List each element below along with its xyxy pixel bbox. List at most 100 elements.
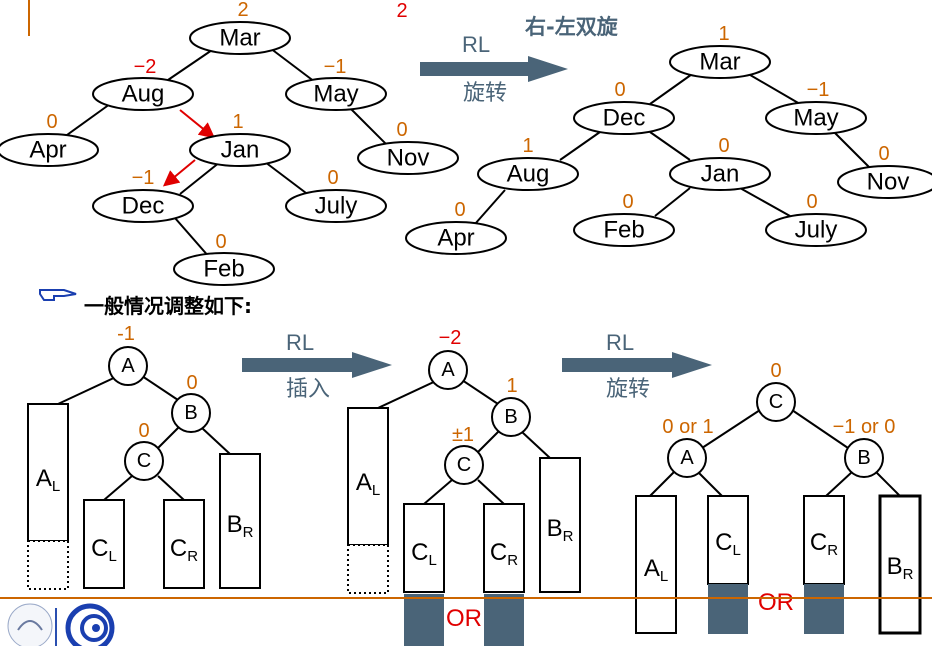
subtree-cl — [707, 495, 749, 585]
node-jan — [669, 157, 771, 191]
node-aug — [92, 77, 194, 111]
node-label: Feb — [603, 217, 644, 244]
subtree-cr-growth — [484, 594, 524, 646]
balance-factor: 0 — [138, 420, 149, 442]
node-label: May — [793, 105, 838, 132]
node-label: Dec — [603, 105, 646, 132]
node-dec — [92, 189, 194, 223]
insert-rl-arrow: RL 插入 — [242, 330, 392, 401]
balance-factor: -1 — [117, 323, 135, 345]
node-nov — [837, 165, 932, 199]
subtree-label: AL — [356, 469, 380, 499]
subtree-cl-growth — [708, 584, 748, 634]
node-label: B — [504, 406, 517, 428]
rotation-title: 右-左双旋 — [525, 15, 619, 39]
node-mar — [669, 45, 771, 79]
pointing-hand-icon — [39, 289, 77, 301]
node-nov — [357, 141, 459, 175]
node-may — [285, 77, 387, 111]
node-label: Jan — [701, 161, 740, 188]
balance-factor: 0 — [878, 143, 889, 165]
node-a — [428, 350, 468, 390]
balance-factor: −2 — [134, 56, 157, 78]
subtree-label: CL — [91, 535, 117, 565]
subtree-label: CR — [810, 529, 838, 559]
subtree-cl — [83, 499, 125, 589]
node-c — [756, 382, 796, 422]
subtree-al-extension — [347, 544, 389, 594]
red-arrow-1 — [179, 109, 216, 139]
arrow-top-label: RL — [286, 330, 314, 355]
node-label: July — [315, 193, 358, 220]
subtree-label: AL — [36, 465, 60, 495]
subtree-al — [27, 403, 69, 542]
node-mar — [189, 21, 291, 55]
balance-factor: 0 — [770, 360, 781, 382]
node-label: May — [313, 81, 358, 108]
left-tree: Mar 2 Aug −2 May −1 Apr 0 Jan 1 Nov 0 De… — [0, 0, 459, 286]
node-label: Jan — [221, 137, 260, 164]
node-may — [765, 101, 867, 135]
general-heading: 一般情况调整如下: — [84, 294, 252, 318]
node-b — [171, 393, 211, 433]
node-july — [765, 213, 867, 247]
balance-factor: 1 — [522, 135, 533, 157]
node-dec — [573, 101, 675, 135]
node-label: C — [769, 391, 783, 413]
balance-factor: 0 — [327, 167, 338, 189]
node-label: Nov — [867, 169, 910, 196]
node-label: A — [441, 359, 455, 381]
node-jan — [189, 133, 291, 167]
subtree-br — [878, 494, 922, 635]
balance-factor: 0 — [806, 191, 817, 213]
stage-1: A -1 B 0 C 0 AL CL CR BR — [27, 323, 261, 590]
node-apr — [0, 133, 99, 167]
subtree-al — [635, 495, 677, 634]
subtree-label: BR — [547, 515, 574, 545]
balance-factor: 1 — [232, 111, 243, 133]
balance-factor: 0 — [46, 111, 57, 133]
balance-factor: ±1 — [452, 424, 474, 446]
rotate-rl-arrow: RL 旋转 — [562, 330, 712, 401]
corner-mark: 2 — [396, 0, 407, 22]
subtree-cl — [403, 503, 445, 593]
balance-factor: 1 — [718, 23, 729, 45]
balance-factor: 0 — [718, 135, 729, 157]
or-label: OR — [758, 589, 794, 616]
balance-factor: −1 or 0 — [833, 416, 896, 438]
node-label: C — [457, 454, 471, 476]
subtree-cl-growth — [404, 594, 444, 646]
arrow-top-label: RL — [606, 330, 634, 355]
node-label: Nov — [387, 145, 430, 172]
node-feb — [173, 252, 275, 286]
node-label: B — [857, 447, 870, 469]
arrow-bottom-label: 旋转 — [463, 80, 507, 105]
top-rl-arrow: RL 旋转 — [420, 32, 568, 105]
subtree-br — [219, 453, 261, 589]
node-b — [491, 397, 531, 437]
balance-factor: −1 — [132, 167, 155, 189]
balance-factor: 2 — [237, 0, 248, 21]
or-label: OR — [446, 605, 482, 632]
subtree-br — [539, 457, 581, 593]
subtree-label: CL — [715, 529, 741, 559]
balance-factor: −1 — [324, 56, 347, 78]
node-label: C — [137, 450, 151, 472]
node-label: Mar — [699, 49, 740, 76]
subtree-label: CR — [170, 535, 198, 565]
node-july — [285, 189, 387, 223]
node-label: B — [184, 402, 197, 424]
stage-2: A −2 B 1 C ±1 AL CL CR BR OR — [347, 327, 581, 646]
balance-factor: 0 — [186, 372, 197, 394]
balance-factor: 0 — [622, 191, 633, 213]
node-label: Feb — [203, 256, 244, 283]
node-aug — [477, 157, 579, 191]
subtree-cr — [483, 503, 525, 593]
subtree-label: AL — [644, 555, 668, 585]
balance-factor: 0 — [396, 119, 407, 141]
node-label: A — [121, 355, 135, 377]
node-b — [844, 438, 884, 478]
node-label: Dec — [122, 193, 165, 220]
balance-factor: −2 — [439, 327, 462, 349]
